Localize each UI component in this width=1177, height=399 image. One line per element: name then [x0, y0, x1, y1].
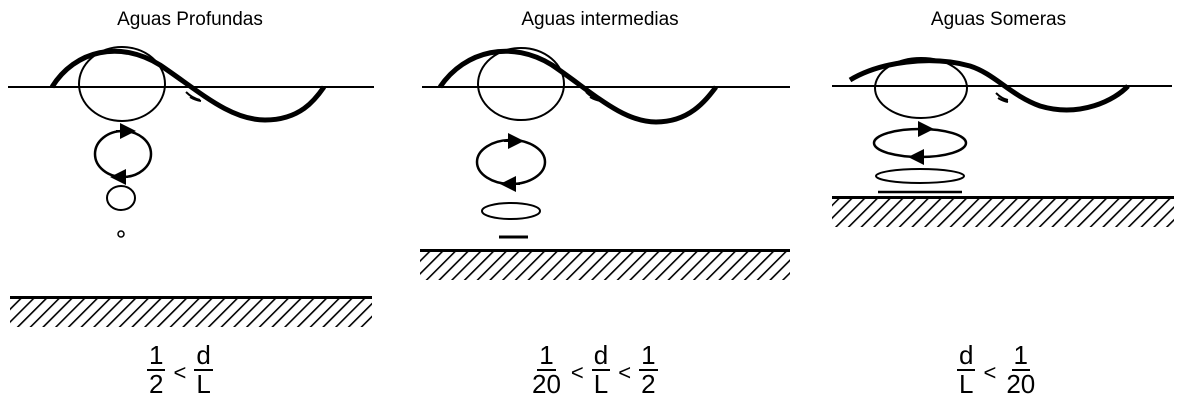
numerator: d	[591, 340, 611, 371]
shallow-water-diagram	[832, 57, 1174, 227]
numerator: d	[957, 340, 976, 371]
orbit-surface	[874, 57, 968, 119]
numerator: d	[194, 340, 213, 371]
numerator: 1	[537, 340, 556, 371]
fraction-right: d L	[194, 340, 213, 399]
depth-ratio-formula: 1 20 < d L < 1 2	[528, 340, 660, 399]
orbit-surface	[78, 46, 166, 122]
panel-deep-water: Aguas Profundas 1 2 < d L	[0, 0, 380, 399]
wave-front-mark	[185, 91, 202, 102]
numerator: 1	[639, 340, 658, 371]
seabed-hatch	[420, 252, 790, 280]
panel-title: Aguas Profundas	[117, 9, 263, 30]
less-than-sign: <	[570, 359, 584, 385]
denominator: L	[593, 369, 609, 399]
intermediate-water-diagram	[420, 47, 790, 280]
seabed-hatch	[10, 299, 372, 327]
wave-profile	[437, 48, 718, 125]
panel-intermediate-water: Aguas intermedias 1 20 < d L < 1 2	[400, 0, 800, 399]
seabed-line	[832, 196, 1174, 199]
fraction-left: 1 2	[147, 340, 166, 399]
depth-ratio-formula: 1 2 < d L	[145, 340, 215, 399]
denominator: L	[959, 369, 974, 399]
denominator: 20	[532, 369, 561, 399]
less-than-sign: <	[618, 359, 632, 385]
orbit-mid	[93, 129, 153, 179]
deep-water-diagram	[8, 46, 374, 327]
numerator: 1	[147, 340, 166, 371]
wave-front-mark	[995, 92, 1009, 103]
panel-title: Aguas Someras	[930, 9, 1067, 30]
wave-front-mark	[585, 91, 602, 102]
orbit-surface	[477, 47, 565, 121]
depth-ratio-formula: d L < 1 20	[955, 340, 1039, 399]
wave-profile	[49, 48, 327, 123]
less-than-sign: <	[173, 359, 187, 385]
fraction-right: 1 20	[1004, 340, 1037, 399]
denominator: 2	[149, 369, 164, 399]
orbit-mid	[872, 127, 968, 159]
fraction-middle: d L	[591, 340, 611, 399]
seabed-hatch	[832, 199, 1174, 227]
orbit-mid	[475, 138, 547, 186]
fraction-left: 1 20	[530, 340, 563, 399]
fraction-right: 1 2	[639, 340, 658, 399]
orbit-small	[481, 202, 541, 220]
panel-title: Aguas intermedias	[521, 9, 679, 30]
panel-shallow-water: Aguas Someras d L < 1 20	[820, 0, 1177, 399]
orbit-small	[106, 185, 136, 211]
seabed-line	[420, 249, 790, 252]
denominator: 2	[641, 369, 656, 399]
orbit-small	[875, 168, 965, 184]
orbit-tiny	[117, 230, 125, 238]
wave-profile	[848, 58, 1130, 113]
less-than-sign: <	[983, 359, 997, 385]
numerator: 1	[1011, 340, 1031, 371]
fraction-left: d L	[957, 340, 976, 399]
denominator: 20	[1006, 369, 1036, 399]
denominator: L	[196, 369, 211, 399]
seabed-line	[10, 296, 372, 299]
